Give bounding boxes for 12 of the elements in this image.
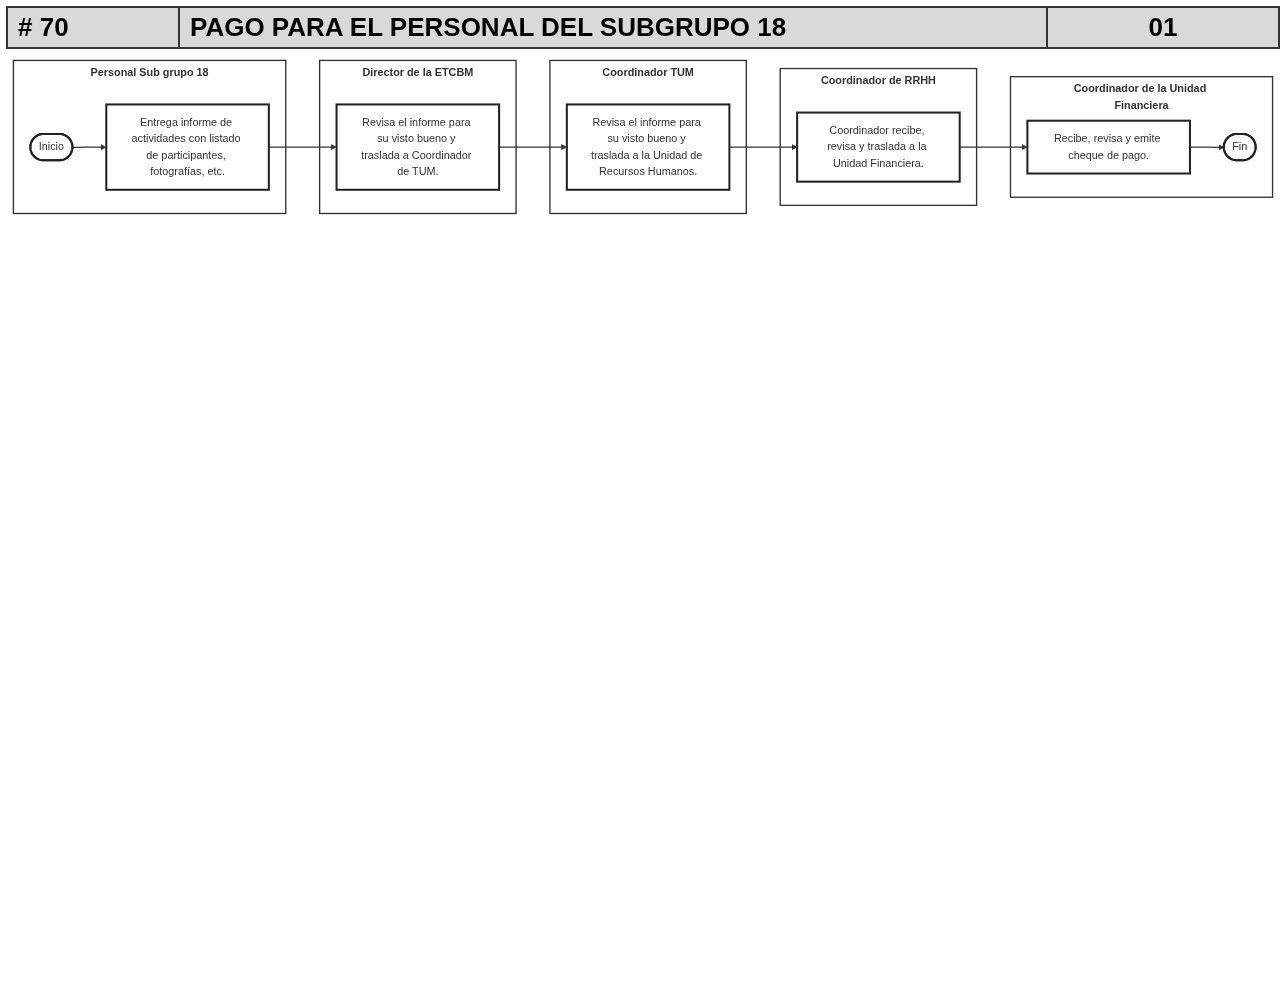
page-number: 01 [1147,11,1179,44]
node-box: Recibe, revisa y emite cheque de pago. [1026,119,1191,175]
node-box: Entrega informe de actividades con listado de participantes, fotografías, etc. [105,103,270,191]
node-box: Coordinador recibe, revisa y traslada a la Unidad Financiera. [796,111,961,183]
arrow [1189,144,1225,151]
chart-number: # 70 [8,8,180,47]
diagram-title: PAGO PARA EL PERSONAL DEL SUBGRUPO 18 [180,8,1048,47]
arrow [72,144,107,151]
arrow [268,144,337,151]
arrow [959,144,1028,151]
node-box: Revisa el informe para su visto bueno y traslada a la Unidad de Recursos Humanos. [565,103,731,191]
node-box: Revisa el informe para su visto bueno y traslada a Coordinador de TUM. [335,103,501,191]
